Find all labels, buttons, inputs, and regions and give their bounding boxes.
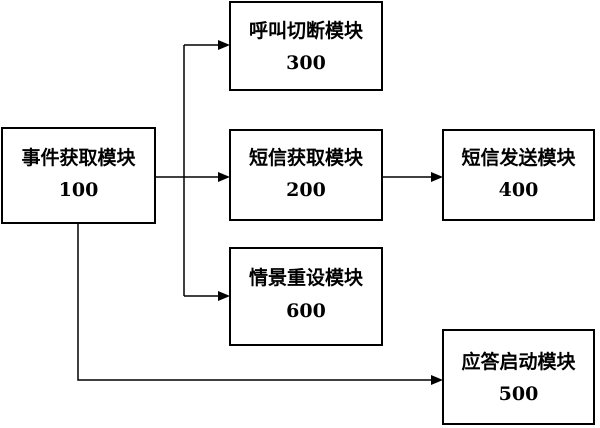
module-box bbox=[229, 129, 383, 221]
connectors bbox=[77, 40, 443, 385]
module-name: 情景重设模块 bbox=[249, 266, 364, 289]
arrowhead-to-300 bbox=[218, 40, 230, 50]
module-box bbox=[442, 329, 595, 425]
module-sms-acquisition: 短信获取模块 200 bbox=[229, 129, 383, 221]
module-code: 500 bbox=[499, 383, 539, 405]
module-code: 600 bbox=[286, 300, 326, 322]
arrowhead-to-400 bbox=[431, 172, 443, 182]
module-name: 短信发送模块 bbox=[461, 146, 576, 169]
module-name: 呼叫切断模块 bbox=[249, 19, 364, 42]
module-call-cutoff: 呼叫切断模块 300 bbox=[229, 1, 383, 91]
module-box bbox=[1, 127, 156, 224]
module-box bbox=[229, 1, 383, 91]
module-name: 事件获取模块 bbox=[21, 146, 136, 169]
arrowhead-to-600 bbox=[218, 291, 230, 301]
module-name: 短信获取模块 bbox=[249, 146, 364, 169]
module-sms-sending: 短信发送模块 400 bbox=[442, 129, 595, 221]
module-event-acquisition: 事件获取模块 100 bbox=[1, 127, 156, 224]
module-code: 400 bbox=[499, 179, 539, 201]
module-code: 200 bbox=[286, 179, 326, 201]
module-box bbox=[229, 247, 383, 346]
module-box bbox=[442, 129, 595, 221]
module-answer-start: 应答启动模块 500 bbox=[442, 329, 595, 425]
module-name: 应答启动模块 bbox=[461, 350, 576, 373]
arrowhead-to-200 bbox=[218, 172, 230, 182]
connector-100-to-500 bbox=[77, 223, 434, 381]
arrowhead-to-500 bbox=[431, 375, 443, 385]
module-code: 100 bbox=[59, 179, 99, 201]
module-scenario-reset: 情景重设模块 600 bbox=[229, 247, 383, 346]
module-code: 300 bbox=[286, 52, 326, 74]
